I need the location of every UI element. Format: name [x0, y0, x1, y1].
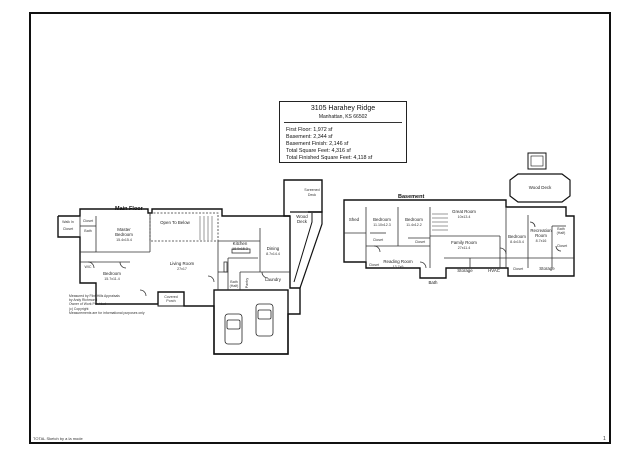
half-bath-b-note: (Half): [557, 231, 566, 235]
dining-label: Dining: [267, 246, 280, 251]
total-finished-square-feet: Total Finished Square Feet: 4,118 sf: [286, 155, 373, 161]
covered-porch-outline: [157, 291, 185, 307]
property-info-box: 3105 Harahey Ridge Manhattan, KS 66502 F…: [279, 101, 407, 163]
walk-in-closet-label-2: Closet: [63, 227, 73, 231]
basement-area: Basement: 2,344 sf: [286, 134, 333, 140]
bedroom-c-label: Bedroom: [508, 234, 526, 239]
garage-outline: [213, 289, 289, 355]
note-line: Measured by Flint Hills Appraisals: [69, 294, 120, 298]
note-line: Owner of Work Provided: [69, 302, 106, 307]
reading-room-dims: 13.7x9: [393, 265, 404, 269]
family-room-label: Family Room: [451, 240, 477, 245]
walk-in-closet-label-1: Walk In: [62, 220, 74, 224]
basement-heading: Basement: [398, 194, 424, 200]
covered-porch-label-1: Covered: [164, 295, 178, 299]
reading-room-label: Reading Room: [383, 259, 413, 264]
recreation-room-dims: 8.7x16: [536, 239, 547, 243]
closet-c-label: Closet: [513, 267, 523, 271]
bedroom-a-label: Bedroom: [373, 217, 391, 222]
screened-deck-label-1: Screened: [304, 188, 319, 192]
closet-b-label: Closet: [415, 240, 425, 244]
total-square-feet: Total Square Feet: 4,316 sf: [286, 148, 351, 154]
page-frame: [29, 12, 611, 444]
master-bedroom-label-2: Bedroom: [115, 232, 133, 237]
pantry-label: Pantry: [245, 278, 249, 289]
closet-a-label: Closet: [373, 238, 383, 242]
note-line: by Andy Richmond: [69, 298, 98, 303]
master-closet-label: Closet: [83, 219, 93, 223]
property-address: 3105 Harahey Ridge: [310, 105, 376, 112]
great-room-dims: 10x13.4: [458, 215, 471, 219]
stair-landing-box: [527, 152, 547, 170]
bedroom-b-label: Bedroom: [405, 217, 423, 222]
measurement-notes: Measured by Flint Hills Appraisals by An…: [69, 294, 145, 315]
note-line: (c) Copyright: [69, 306, 89, 311]
basement-wood-deck-outline: [509, 173, 571, 203]
basement-wood-deck-label: Wood Deck: [529, 185, 552, 190]
half-bath-note: (Half): [230, 284, 239, 288]
hvac-label: HVAC: [488, 268, 500, 273]
open-to-below-label: Open To Below: [160, 220, 191, 225]
half-bath-b-label: Bath: [557, 227, 564, 231]
main-floor-heading: Main Floor: [115, 206, 144, 212]
screened-deck-outline: [283, 179, 323, 217]
screened-deck-label-2: Deck: [308, 193, 316, 197]
basement-outline: [343, 199, 575, 279]
note-line: Measurements are for informational purpo…: [69, 310, 145, 315]
info-divider: [284, 122, 402, 123]
bedroom-a-dims: 11.10x12.3: [373, 223, 391, 227]
basement-finish-area: Basement Finish: 2,146 sf: [286, 141, 349, 147]
great-room-label: Great Room: [452, 209, 476, 214]
half-bath-label: Bath: [230, 280, 237, 284]
kitchen-dims: 18.0x15.3: [232, 247, 248, 251]
dining-dims: 8.7x14.4: [266, 252, 280, 256]
first-floor-area: First Floor: 1,972 sf: [286, 127, 333, 133]
living-room-dims: 27x17: [177, 267, 187, 271]
bedroom-dims: 15.7x11.4: [104, 277, 120, 281]
bath-b-label: Bath: [428, 280, 438, 285]
closet-d-label: Closet: [557, 244, 567, 248]
wood-deck-label-2: Deck: [297, 219, 308, 224]
bedroom-b-dims: 11.4x12.2: [406, 223, 422, 227]
covered-porch-label-2: Porch: [166, 299, 175, 303]
wood-deck-label-1: Wood: [296, 214, 308, 219]
family-room-dims: 27x11.4: [458, 246, 471, 250]
main-wood-deck-outline: [290, 211, 323, 289]
recreation-room-label-2: Room: [535, 233, 547, 238]
storage-1-label: Storage: [457, 268, 473, 273]
bedroom-label: Bedroom: [103, 271, 121, 276]
master-bedroom-label-1: Master: [117, 227, 131, 232]
bath-label: Bath: [84, 229, 91, 233]
bedroom-c-dims: 8.4x15.4: [510, 240, 524, 244]
recreation-room-label-1: Recreation: [530, 228, 552, 233]
sketch-credit: TOTAL Sketch by a la mode: [33, 436, 83, 441]
shed-label: Shed: [349, 217, 360, 222]
storage-2-label: Storage: [539, 266, 555, 271]
page-number: 1: [603, 436, 606, 442]
closet-shed-label: Closet: [369, 263, 379, 267]
garage-cars: [224, 303, 274, 345]
kitchen-label: Kitchen: [233, 241, 248, 246]
wic-label: WIC: [85, 265, 92, 269]
master-bedroom-dims: 15.4x15.4: [116, 238, 132, 242]
main-floor-outline: [57, 208, 301, 355]
property-city: Manhattan, KS 66502: [318, 114, 368, 120]
living-room-label: Living Room: [170, 261, 195, 266]
laundry-label: Laundry: [265, 277, 282, 282]
